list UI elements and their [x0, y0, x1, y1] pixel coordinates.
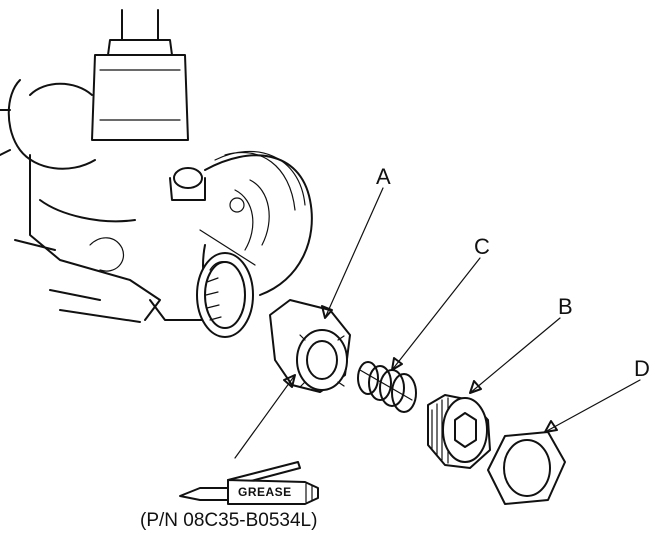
part-c-spring: [357, 361, 417, 413]
callout-label-c: C: [474, 234, 490, 259]
part-d-locknut: [487, 431, 566, 505]
part-a-rack-guide: [269, 299, 351, 393]
grease-tube-label: GREASE: [238, 485, 292, 499]
callout-label-b: B: [558, 294, 573, 319]
callout-label-d: D: [634, 356, 650, 381]
gearbox-housing: [0, 9, 313, 338]
callout-label-a: A: [376, 164, 391, 189]
grease-tube: [179, 461, 319, 505]
part-number-text: (P/N 08C35-B0534L): [140, 510, 318, 531]
callout-leaders: [234, 187, 641, 459]
part-b-adjusting-screw: [427, 394, 491, 469]
